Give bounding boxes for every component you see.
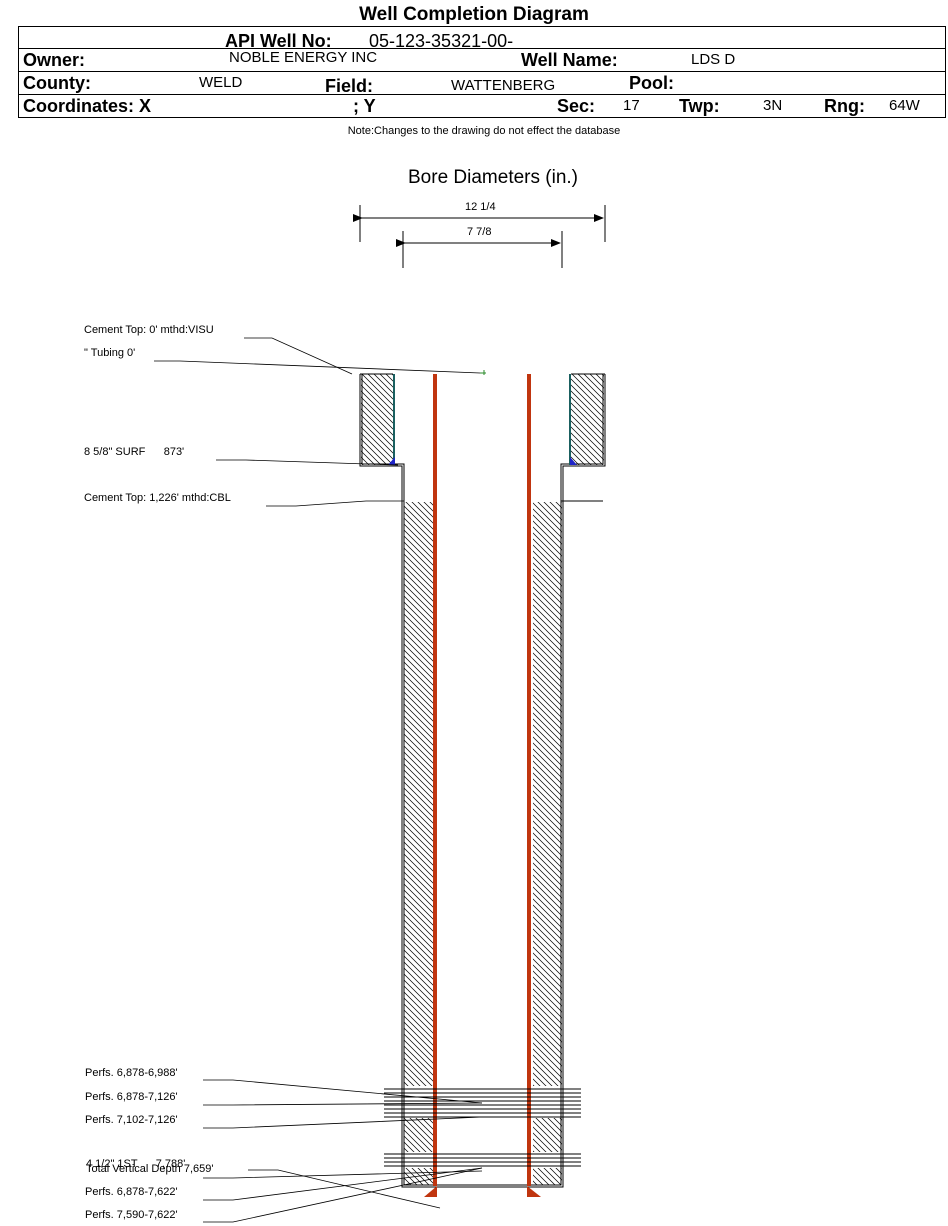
sec-value: 17 — [623, 97, 640, 114]
bore-diameter-label: 7 7/8 — [467, 226, 492, 238]
coord-x-label: Coordinates: X — [23, 96, 152, 116]
owner-label: Owner: — [23, 50, 86, 70]
production-casing — [424, 374, 541, 1197]
twp-label: Twp: — [679, 96, 720, 116]
api-label: API Well No: — [225, 31, 332, 51]
perfs-label: Perfs. 6,878-7,622' — [85, 1186, 178, 1198]
production-cement — [404, 502, 562, 1185]
bore-diameters-title: Bore Diameters (in.) — [408, 167, 578, 188]
field-value: WATTENBERG — [451, 77, 556, 94]
surface-cement — [361, 374, 604, 465]
header-row-coordinates: Coordinates: X ; Y Sec: 17 Twp: 3N Rng: … — [18, 95, 946, 118]
surface-casing-label: 8 5/8" SURF 873' — [84, 446, 185, 458]
bore-diameter-dimensions — [353, 205, 606, 268]
county-label: County: — [23, 73, 91, 93]
header-row-api: API Well No: 05-123-35321-00- — [18, 26, 946, 51]
header-row-owner: Owner: NOBLE ENERGY INC Well Name: LDS D — [18, 49, 946, 72]
casing-shoe-icon — [570, 457, 577, 465]
database-note: Note:Changes to the drawing do not effec… — [347, 125, 621, 137]
field-label: Field: — [325, 76, 373, 96]
perforations — [384, 1088, 581, 1167]
surface-casing — [388, 374, 577, 465]
pool-label: Pool: — [629, 73, 674, 93]
production-casing-label: 4 1/2" 1ST 7,788' — [86, 1158, 186, 1170]
rng-value: 64W — [889, 97, 920, 114]
tubing-label: " Tubing 0' — [84, 347, 136, 359]
perfs-label: Perfs. 7,102-7,126' — [85, 1114, 178, 1126]
twp-value: 3N — [763, 97, 783, 114]
casing-shoe-icon — [527, 1186, 541, 1197]
coord-y-label: ; Y — [353, 96, 376, 116]
api-value: 05-123-35321-00- — [369, 31, 514, 51]
casing-shoe-icon — [424, 1186, 437, 1197]
rng-label: Rng: — [824, 96, 865, 116]
owner-value: NOBLE ENERGY INC — [229, 49, 378, 66]
sec-label: Sec: — [557, 96, 596, 116]
borehole-wall — [359, 373, 606, 1188]
total-vertical-depth-label: Total Vertical Depth 7,659' — [86, 1163, 214, 1175]
cement-top-surface-label: Cement Top: 0' mthd:VISU — [84, 324, 214, 336]
cement-top-production-label: Cement Top: 1,226' mthd:CBL — [84, 492, 231, 504]
perfs-label: Perfs. 6,878-6,988' — [85, 1067, 178, 1079]
bore-diameter-label: 12 1/4 — [465, 201, 496, 213]
perfs-label: Perfs. 6,878-7,126' — [85, 1091, 178, 1103]
county-value: WELD — [199, 74, 243, 91]
casing-shoe-icon — [388, 457, 395, 465]
diagram-title: Well Completion Diagram — [359, 4, 589, 25]
perfs-label: Perfs. 7,590-7,622' — [85, 1209, 178, 1221]
well-name-value: LDS D — [691, 51, 736, 68]
header-row-county: County: WELD Field: WATTENBERG Pool: — [18, 72, 946, 96]
well-name-label: Well Name: — [521, 50, 618, 70]
annotation-leaders — [154, 337, 486, 1223]
well-header-table: API Well No: 05-123-35321-00- Owner: NOB… — [18, 26, 946, 118]
